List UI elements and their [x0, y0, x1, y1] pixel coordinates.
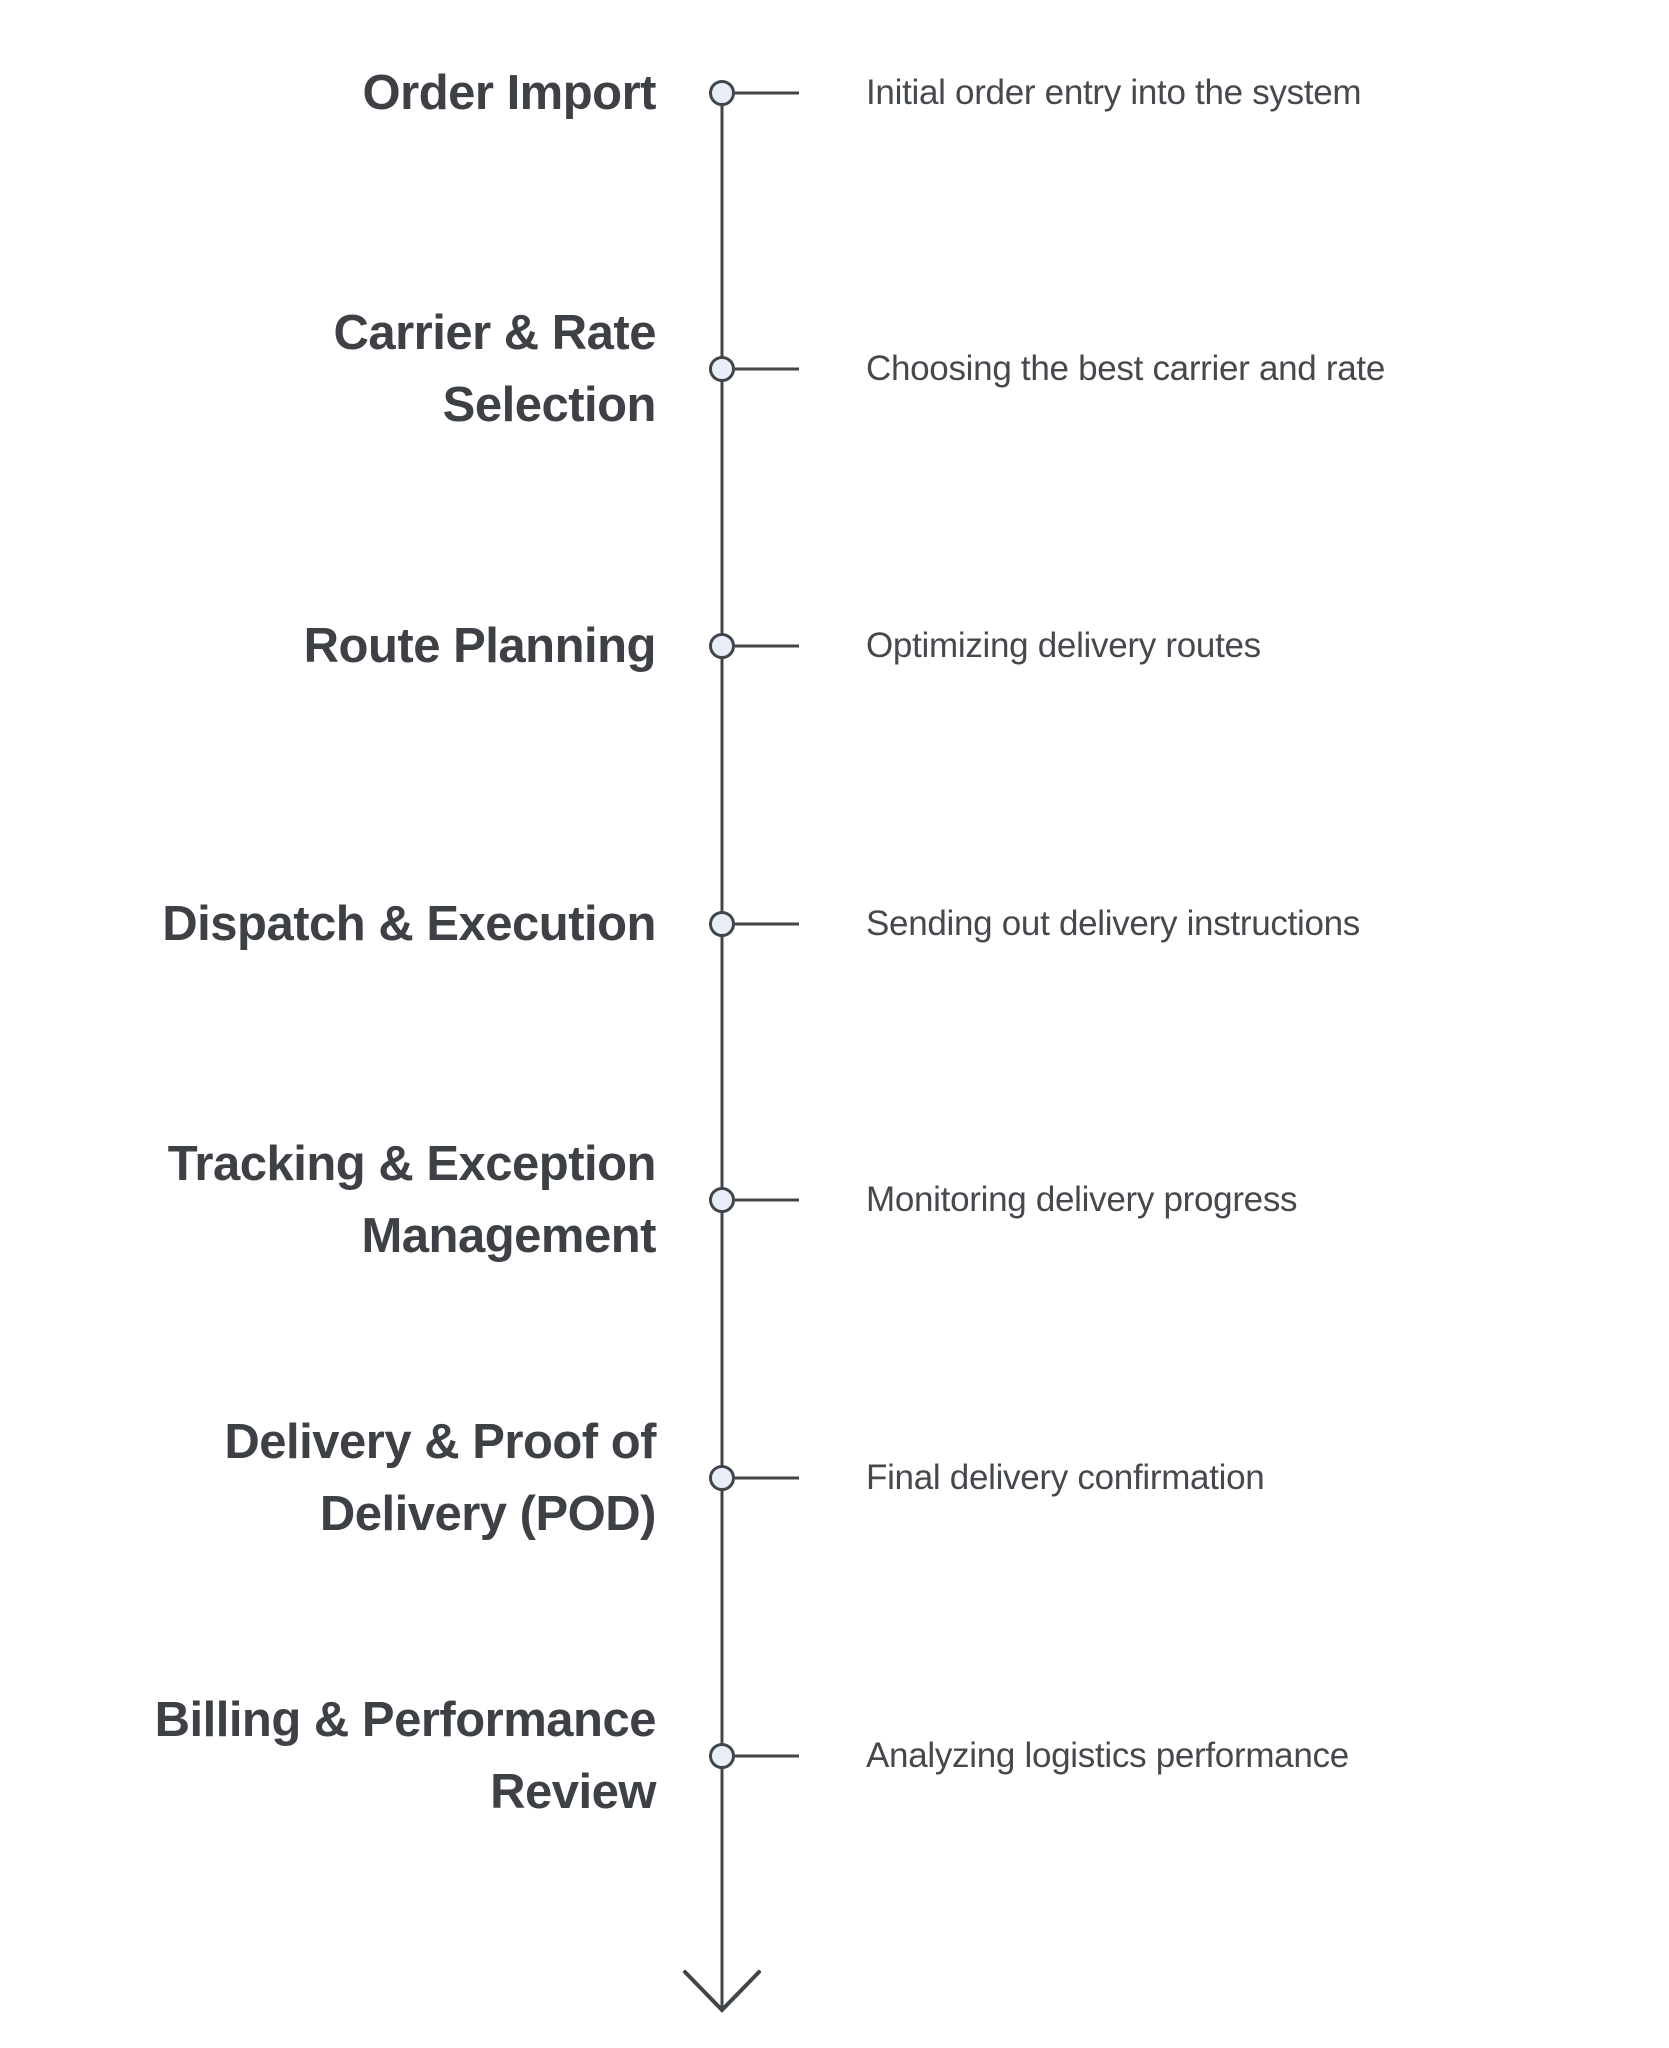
step-title: Tracking & Exception Management [16, 1128, 657, 1272]
step-node-dot [709, 633, 735, 659]
step-title: Order Import [16, 57, 657, 129]
step-title-line: Order Import [362, 66, 657, 120]
step-description: Choosing the best carrier and rate [866, 349, 1385, 388]
step-node-dot [709, 356, 735, 382]
step-title-line: Billing & Performance [154, 1693, 657, 1747]
step-description: Optimizing delivery routes [866, 626, 1261, 665]
step-title: Carrier & Rate Selection [16, 297, 656, 441]
step-description: Final delivery confirmation [866, 1458, 1265, 1497]
step-description: Analyzing logistics performance [866, 1736, 1349, 1775]
step-node-dot [709, 1465, 735, 1491]
step-title-line: Selection [442, 378, 657, 432]
step-node-dot [709, 1743, 735, 1769]
step-description: Monitoring delivery progress [866, 1180, 1298, 1219]
arrow-down-icon [683, 1970, 761, 2013]
step-title-line: Carrier & Rate [333, 306, 656, 360]
step-description: Sending out delivery instructions [866, 904, 1360, 943]
step-title: Route Planning [16, 610, 657, 682]
step-title-line: Review [490, 1765, 656, 1819]
step-node-dot [709, 911, 735, 937]
step-title-line: Tracking & Exception [167, 1137, 657, 1191]
step-title-line: Delivery & Proof of [224, 1415, 656, 1469]
step-node-dot [709, 1187, 735, 1213]
step-title: Dispatch & Execution [16, 888, 656, 960]
step-title-line: Route Planning [303, 619, 657, 673]
step-description: Initial order entry into the system [866, 73, 1362, 112]
step-title-line: Dispatch & Execution [162, 897, 656, 951]
step-title: Billing & Performance Review [16, 1684, 657, 1828]
step-title-line: Delivery (POD) [319, 1487, 657, 1541]
step-title: Delivery & Proof of Delivery (POD) [16, 1406, 656, 1550]
step-title-line: Management [361, 1209, 656, 1263]
step-node-dot [709, 80, 735, 106]
